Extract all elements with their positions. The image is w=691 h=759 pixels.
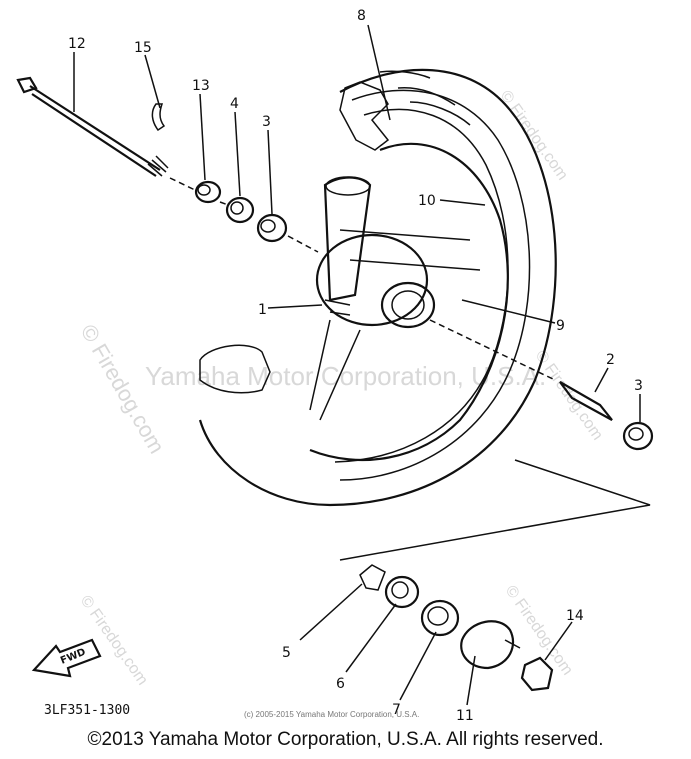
tire (198, 68, 557, 507)
callout-6: 6 (336, 676, 345, 692)
callout-7: 7 (392, 702, 401, 718)
callout-4: 4 (230, 96, 239, 112)
callout-5: 5 (282, 645, 291, 661)
oil-seal (225, 196, 255, 224)
callout-2: 2 (606, 352, 615, 368)
gear-unit-parts (359, 564, 554, 692)
callout-3-right: 3 (634, 378, 643, 394)
watermark-right-bottom: © Firedog.com (502, 583, 576, 679)
gear-unit (460, 620, 515, 670)
callout-10: 10 (418, 193, 436, 209)
axle-nut (520, 656, 554, 692)
callout-1: 1 (258, 302, 267, 318)
callouts: 12 15 13 4 3 8 10 1 9 2 3 5 6 7 11 14 (68, 8, 643, 724)
callout-11: 11 (456, 708, 474, 724)
bearing-lower (420, 599, 460, 637)
callout-13: 13 (192, 78, 210, 94)
callout-3-upper: 3 (262, 114, 271, 130)
small-copyright: (c) 2005-2015 Yamaha Motor Corporation, … (244, 710, 420, 719)
part-code: 3LF351-1300 (44, 703, 131, 718)
right-guide-line (429, 319, 556, 381)
cotter-pin (151, 103, 166, 132)
oil-seal-lower (384, 575, 420, 609)
copyright-notice: ©2013 Yamaha Motor Corporation, U.S.A. A… (87, 729, 604, 750)
axle-guide-line (169, 177, 319, 253)
group-bracket (339, 459, 651, 561)
hub (309, 176, 481, 421)
leader-lines (73, 24, 641, 706)
clutch-retainer (359, 564, 386, 591)
callout-14: 14 (566, 608, 584, 624)
bearing-right (622, 421, 654, 451)
axle (16, 76, 169, 177)
watermark-right-top: © Firedog.com (497, 88, 571, 184)
bearing-upper (256, 213, 288, 243)
spacer (559, 381, 613, 421)
callout-12: 12 (68, 36, 86, 52)
callout-15: 15 (134, 40, 152, 56)
callout-8: 8 (357, 8, 366, 24)
fwd-arrow-icon: FWD (31, 638, 102, 678)
collar (194, 180, 222, 204)
callout-9: 9 (556, 318, 565, 334)
